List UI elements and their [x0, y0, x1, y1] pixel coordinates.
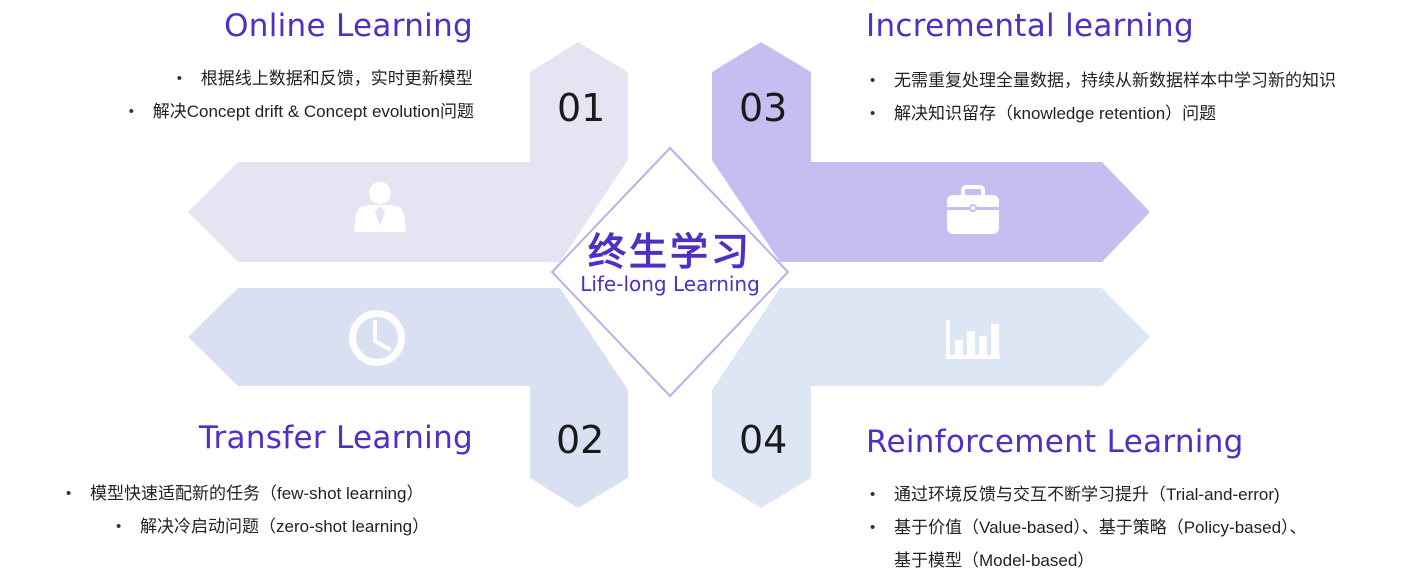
quadrant-04-bullet: 通过环境反馈与交互不断学习提升（Trial-and-error) [866, 478, 1307, 511]
bar-chart-icon [946, 320, 1000, 359]
quadrant-03-title: Incremental learning [866, 8, 1194, 44]
quadrant-03-number: 03 [739, 86, 788, 130]
briefcase-icon [947, 185, 999, 234]
center-diamond [550, 146, 790, 398]
quadrant-01-bullets: 根据线上数据和反馈，实时更新模型 解决Concept drift & Conce… [125, 62, 474, 128]
quadrant-01-shape [188, 42, 628, 262]
quadrant-04-bullet-continued: 基于模型（Model-based） [894, 551, 1095, 570]
quadrant-01-bullet: 根据线上数据和反馈，实时更新模型 [173, 62, 474, 95]
quadrant-02-bullet: 模型快速适配新的任务（few-shot learning） [62, 477, 429, 510]
center-title-zh: 终生学习 [587, 230, 752, 274]
quadrant-03-bullets: 无需重复处理全量数据，持续从新数据样本中学习新的知识 解决知识留存（knowle… [866, 64, 1336, 130]
quadrant-03-shape [712, 42, 1150, 262]
quadrant-04-title: Reinforcement Learning [866, 424, 1244, 460]
quadrant-02-shape [188, 288, 628, 508]
clock-icon [349, 310, 405, 366]
quadrant-02-bullets: 模型快速适配新的任务（few-shot learning） 解决冷启动问题（ze… [62, 477, 429, 543]
quadrant-01-number: 01 [557, 86, 606, 130]
quadrant-02-number: 02 [556, 418, 605, 462]
quadrant-01-title: Online Learning [224, 8, 473, 44]
quadrant-01-bullet: 解决Concept drift & Concept evolution问题 [125, 95, 474, 128]
quadrant-02-bullet: 解决冷启动问题（zero-shot learning） [112, 510, 429, 543]
user-icon [354, 182, 406, 232]
quadrant-04-number: 04 [739, 418, 788, 462]
quadrant-03-bullet: 无需重复处理全量数据，持续从新数据样本中学习新的知识 [866, 64, 1336, 97]
quadrant-04-shape [712, 288, 1150, 508]
center-title-en: Life-long Learning [580, 272, 760, 296]
quadrant-03-bullet: 解决知识留存（knowledge retention）问题 [866, 97, 1336, 130]
quadrant-02-title: Transfer Learning [198, 420, 473, 456]
quadrant-04-bullets: 通过环境反馈与交互不断学习提升（Trial-and-error) 基于价值（Va… [866, 478, 1307, 577]
quadrant-04-bullet: 基于价值（Value-based）、基于策略（Policy-based）、 [866, 511, 1307, 544]
